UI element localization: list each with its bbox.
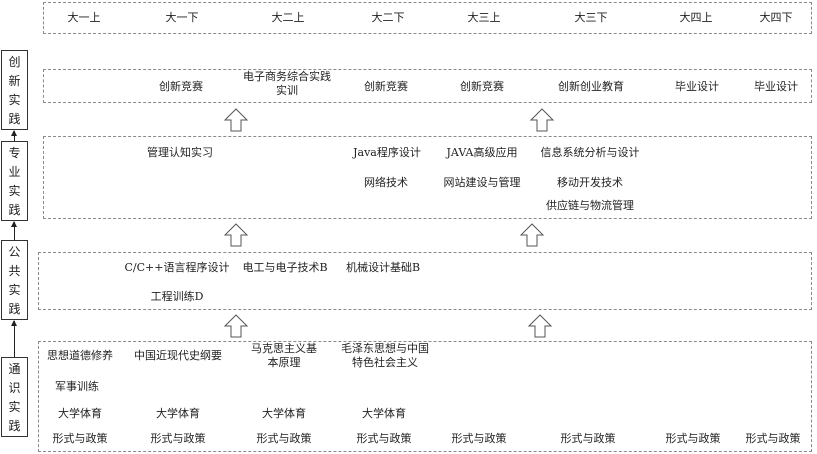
- semester-4: 大二下: [371, 11, 405, 24]
- pe-item: 大学体育: [262, 407, 306, 420]
- professional-item: 管理认知实习: [147, 146, 213, 159]
- connector-line: [14, 321, 15, 357]
- arrow-head-icon: [11, 130, 17, 136]
- semester-3: 大二上: [271, 11, 305, 24]
- arrow-head-icon: [11, 320, 17, 326]
- innovation-item: 创新竞赛: [364, 80, 408, 93]
- up-arrow-icon: [519, 223, 545, 247]
- general-item: 军事训练: [55, 380, 99, 393]
- professional-practice-box: [43, 136, 812, 219]
- professional-item: 信息系统分析与设计: [540, 146, 640, 159]
- professional-item: JAVA高级应用: [446, 146, 518, 159]
- policy-item: 形式与政策: [356, 432, 412, 445]
- professional-item: 移动开发技术: [557, 176, 623, 189]
- up-arrow-icon: [529, 108, 555, 132]
- semester-header-box: [43, 2, 812, 34]
- up-arrow-icon: [223, 108, 249, 132]
- pe-item: 大学体育: [58, 407, 102, 420]
- public-item: 电工与电子技术B: [242, 261, 328, 274]
- pe-item: 大学体育: [156, 407, 200, 420]
- policy-item: 形式与政策: [52, 432, 108, 445]
- policy-item: 形式与政策: [256, 432, 312, 445]
- semester-2: 大一下: [165, 11, 199, 24]
- public-item: 工程训练D: [150, 290, 204, 303]
- general-practice-box: [38, 341, 812, 452]
- public-item: 机械设计基础B: [345, 261, 421, 274]
- policy-item: 形式与政策: [150, 432, 206, 445]
- policy-item: 形式与政策: [665, 432, 721, 445]
- policy-item: 形式与政策: [560, 432, 616, 445]
- up-arrow-icon: [223, 314, 249, 338]
- semester-5: 大三上: [467, 11, 501, 24]
- general-item: 毛泽东思想与中国特色社会主义: [341, 342, 429, 369]
- level-label-public: 公共实践: [1, 240, 28, 320]
- arrow-head-icon: [11, 221, 17, 227]
- innovation-practice-box: [43, 69, 812, 103]
- general-item: 思想道德修养: [47, 349, 113, 362]
- professional-item: 网络技术: [364, 176, 408, 189]
- general-item: 中国近现代史纲要: [134, 349, 222, 362]
- policy-item: 形式与政策: [451, 432, 507, 445]
- innovation-item: 创新竞赛: [159, 80, 203, 93]
- semester-7: 大四上: [679, 11, 713, 24]
- level-label-professional: 专业实践: [1, 141, 28, 221]
- professional-item: 供应链与物流管理: [546, 199, 634, 212]
- public-practice-box: [38, 252, 812, 310]
- innovation-item: 毕业设计: [754, 80, 798, 93]
- professional-item: Java程序设计: [353, 146, 421, 159]
- innovation-item: 毕业设计: [675, 80, 719, 93]
- up-arrow-icon: [527, 314, 553, 338]
- general-item: 马克思主义基本原理: [251, 342, 317, 369]
- up-arrow-icon: [223, 223, 249, 247]
- professional-item: 网站建设与管理: [443, 176, 521, 189]
- innovation-item: 创新创业教育: [558, 80, 624, 93]
- level-label-innovation: 创新实践: [1, 50, 28, 130]
- level-label-general: 通识实践: [1, 357, 28, 437]
- semester-1: 大一上: [67, 11, 101, 24]
- innovation-item: 创新竞赛: [460, 80, 504, 93]
- innovation-item: 电子商务综合实践实训: [243, 70, 331, 97]
- public-item: C/C++语言程序设计: [124, 261, 230, 274]
- connector-line: [14, 222, 15, 240]
- connector-line: [14, 131, 15, 141]
- semester-6: 大三下: [574, 11, 608, 24]
- pe-item: 大学体育: [362, 407, 406, 420]
- policy-item: 形式与政策: [745, 432, 801, 445]
- semester-8: 大四下: [759, 11, 793, 24]
